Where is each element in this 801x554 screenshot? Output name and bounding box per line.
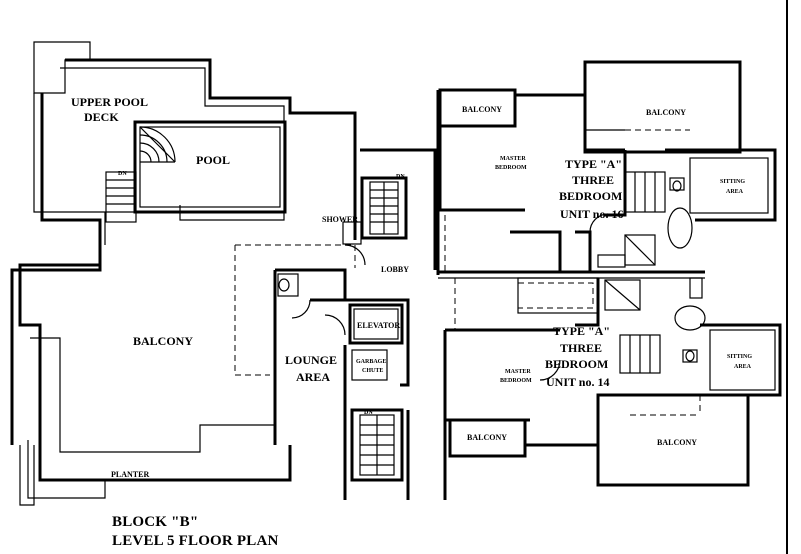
stair-dn-label-3: DN [364,410,373,416]
master-bedroom-top-label: MASTER [500,156,526,162]
balcony-bottom-right-label: BALCONY [657,438,697,447]
unit-14-bedrooms-label: THREE [560,341,602,355]
sitting-area-top-label: SITTING [720,179,745,185]
unit-14-number-label: UNIT no. 14 [546,375,609,389]
balcony-bottom-left-label: BALCONY [467,433,507,442]
unit-16-bedrooms-label: THREE [572,173,614,187]
garbage-chute-label-2: CHUTE [362,368,383,374]
elevator-label: ELEVATOR [357,321,400,330]
balcony-top-right-label: BALCONY [646,108,686,117]
garbage-chute-label: GARBAGE [356,359,386,365]
master-bedroom-bottom-label: MASTER [505,369,531,375]
pool [133,120,287,214]
unit-14-type-label: TYPE "A" [553,324,610,338]
sitting-area-bottom-label: SITTING [727,354,752,360]
planter-label: PLANTER [111,470,149,479]
master-bedroom-top-label-2: BEDROOM [495,165,527,171]
unit-16-number-label: UNIT no. 16 [560,207,623,221]
lobby-label: LOBBY [381,265,409,274]
pool-stairs [105,171,137,223]
lounge-label-2: AREA [296,370,330,384]
upper-pool-deck-label-2: DECK [84,110,119,124]
core-block [273,148,437,500]
unit-16-bedroom-label: BEDROOM [559,189,622,203]
unit-16-type-label: TYPE "A" [565,157,622,171]
unit-16 [438,60,777,273]
sitting-area-bottom-label-2: AREA [734,364,752,370]
shower-label: SHOWER [322,215,358,224]
main-balcony [18,230,356,506]
upper-pool-deck-label: UPPER POOL [71,95,148,109]
stair-dn-label-2: DN [396,174,405,180]
stair-dn-label: DN [118,171,127,177]
master-bedroom-bottom-label-2: BEDROOM [500,378,532,384]
sitting-area-top-label-2: AREA [726,189,744,195]
pool-label: POOL [196,153,230,167]
balcony-top-left-label: BALCONY [462,105,502,114]
unit-14-bedroom-label: BEDROOM [545,357,608,371]
unit-14 [445,277,782,487]
lounge-label: LOUNGE [285,353,337,367]
plan-title-line2: LEVEL 5 FLOOR PLAN [112,533,279,549]
plan-title-line1: BLOCK "B" [112,514,199,530]
balcony-label: BALCONY [133,334,193,348]
pool-deck-outline [10,41,357,445]
